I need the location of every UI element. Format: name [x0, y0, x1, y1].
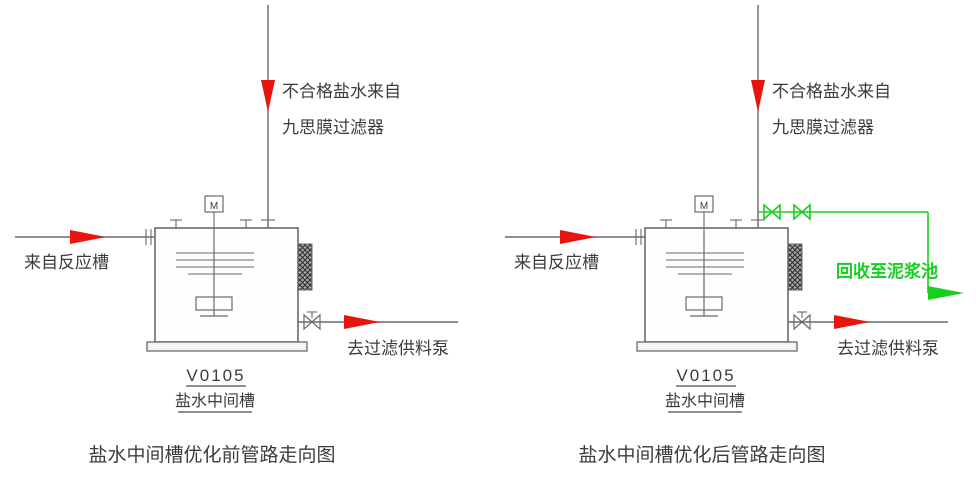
- outlet-label: 去过滤供料泵: [837, 339, 939, 358]
- tank-tag: V0105: [186, 366, 245, 385]
- diagram-before: 不合格盐水来自 九思膜过滤器 来自反应槽 去过滤供料泵 M V0105 盐水中间…: [14, 4, 459, 466]
- motor-label: M: [210, 201, 218, 212]
- recycle-label: 回收至泥浆池: [836, 261, 938, 281]
- recycle-branch: 回收至泥浆池: [758, 203, 964, 300]
- outlet-label: 去过滤供料泵: [347, 339, 449, 358]
- motor-label: M: [700, 201, 708, 212]
- recycle-valve-icon: [763, 203, 781, 221]
- tank-name: 盐水中间槽: [175, 392, 255, 410]
- recycle-arrow-right-icon: [928, 286, 964, 300]
- top-inlet-label-line2: 九思膜过滤器: [772, 118, 874, 137]
- tank-name: 盐水中间槽: [665, 392, 745, 410]
- diagram-caption: 盐水中间槽优化后管路走向图: [578, 444, 825, 466]
- tank-tag: V0105: [676, 366, 735, 385]
- top-inlet-label-line1: 不合格盐水来自: [772, 82, 891, 101]
- left-inlet-label: 来自反应槽: [24, 253, 109, 272]
- recycle-valve-icon: [793, 203, 811, 221]
- diagram-after: 回收至泥浆池 不合格盐水来自 九思膜过滤器 来自反应槽 去过滤供料泵 M V01…: [504, 4, 964, 466]
- left-inlet-label: 来自反应槽: [514, 253, 599, 272]
- diagram-caption: 盐水中间槽优化前管路走向图: [88, 444, 335, 466]
- top-inlet-label-line1: 不合格盐水来自: [282, 82, 401, 101]
- top-inlet-label-line2: 九思膜过滤器: [282, 118, 384, 137]
